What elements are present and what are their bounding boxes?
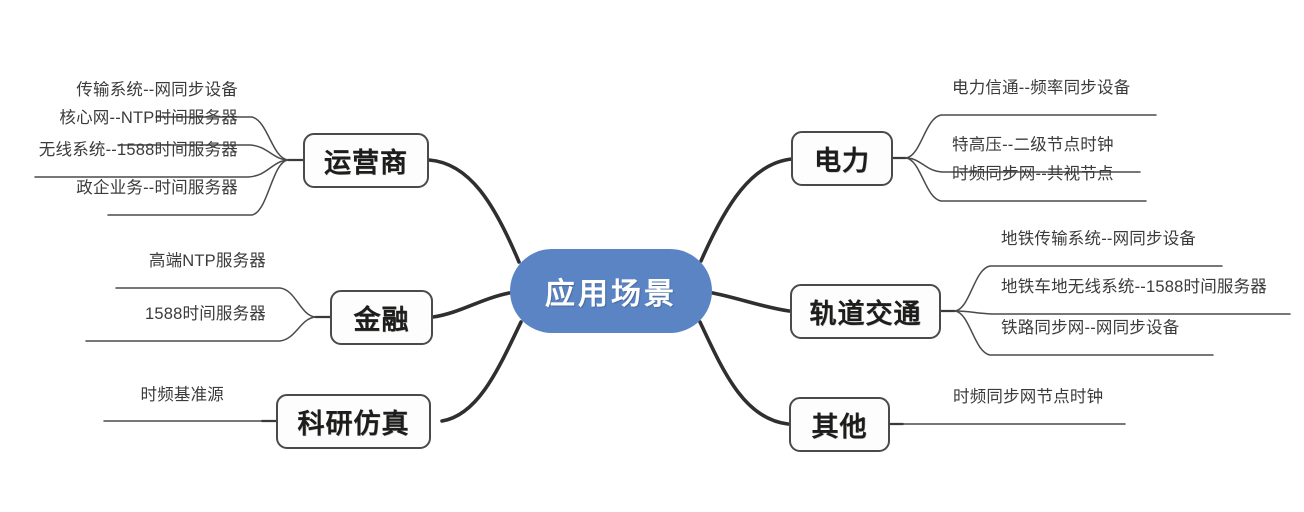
topic-label-operator: 运营商 xyxy=(324,148,408,178)
topic-node-rail[interactable]: 轨道交通 xyxy=(790,284,941,339)
topic-node-finance[interactable]: 金融 xyxy=(330,290,433,345)
leaf-power-0-text: 电力信通--频率同步设备 xyxy=(952,79,1131,97)
topic-label-other: 其他 xyxy=(811,412,868,442)
topic-node-power[interactable]: 电力 xyxy=(791,131,893,186)
trunk-research xyxy=(440,320,523,423)
leaf-finance-1[interactable]: 1588时间服务器 xyxy=(116,300,266,324)
leaf-operator-3[interactable]: 政企业务--时间服务器 xyxy=(54,174,238,198)
leaf-rail-0[interactable]: 地铁传输系统--网同步设备 xyxy=(1001,225,1231,249)
leaf-operator-0-text: 传输系统--网同步设备 xyxy=(76,81,238,99)
leaf-operator-0[interactable]: 传输系统--网同步设备 xyxy=(56,76,238,100)
leaf-finance-0[interactable]: 高端NTP服务器 xyxy=(116,247,266,271)
leaf-operator-1[interactable]: 核心网--NTP时间服务器 xyxy=(38,104,238,128)
topic-node-operator[interactable]: 运营商 xyxy=(303,133,429,188)
center-node[interactable]: 应用场景 xyxy=(510,249,712,333)
leaf-power-0[interactable]: 电力信通--频率同步设备 xyxy=(952,74,1162,98)
trunk-operator xyxy=(427,158,521,264)
trunk-power xyxy=(699,157,794,263)
topic-label-power: 电力 xyxy=(814,146,870,176)
leaf-rail-0-text: 地铁传输系统--网同步设备 xyxy=(1001,230,1197,248)
topic-node-research[interactable]: 科研仿真 xyxy=(276,394,431,449)
leaf-power-2[interactable]: 时频同步网--共视节点 xyxy=(952,160,1162,184)
leaf-research-0-text: 时频基准源 xyxy=(140,386,224,404)
leaf-operator-2[interactable]: 无线系统--1588时间服务器 xyxy=(24,136,238,160)
leaf-power-2-text: 时频同步网--共视节点 xyxy=(952,165,1114,183)
leaf-power-1[interactable]: 特高压--二级节点时钟 xyxy=(952,131,1162,155)
leaf-finance-1-text: 1588时间服务器 xyxy=(144,305,266,323)
topic-node-other[interactable]: 其他 xyxy=(789,397,890,452)
topic-label-rail: 轨道交通 xyxy=(809,299,922,329)
leaf-rail-2-text: 铁路同步网--网同步设备 xyxy=(1001,319,1180,337)
trunk-other xyxy=(698,320,790,426)
leaf-other-0[interactable]: 时频同步网节点时钟 xyxy=(953,383,1143,407)
leaf-rail-1[interactable]: 地铁车地无线系统--1588时间服务器 xyxy=(1001,273,1301,297)
topic-label-research: 科研仿真 xyxy=(297,409,410,439)
leaf-finance-0-text: 高端NTP服务器 xyxy=(148,252,266,270)
center-node-label: 应用场景 xyxy=(545,278,677,311)
leaf-rail-1-text: 地铁车地无线系统--1588时间服务器 xyxy=(1001,278,1267,296)
topic-label-finance: 金融 xyxy=(353,305,410,335)
leaf-operator-1-text: 核心网--NTP时间服务器 xyxy=(59,109,238,127)
leaf-other-0-text: 时频同步网节点时钟 xyxy=(953,388,1104,406)
leaf-operator-2-text: 无线系统--1588时间服务器 xyxy=(38,141,238,159)
leaf-operator-3-text: 政企业务--时间服务器 xyxy=(76,179,238,197)
trunk-rail xyxy=(711,291,791,313)
leaf-research-0[interactable]: 时频基准源 xyxy=(104,381,224,405)
trunk-finance xyxy=(431,291,511,319)
leaf-rail-2[interactable]: 铁路同步网--网同步设备 xyxy=(1001,314,1231,338)
leaf-power-1-text: 特高压--二级节点时钟 xyxy=(952,136,1114,154)
